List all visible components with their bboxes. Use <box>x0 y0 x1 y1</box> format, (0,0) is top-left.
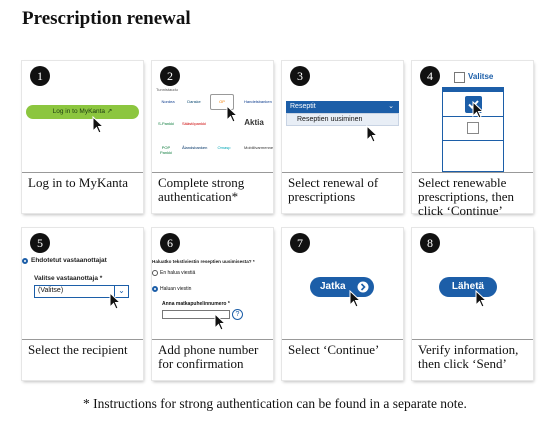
step-caption: Select ‘Continue’ <box>282 339 403 380</box>
chevron-down-icon: ⌄ <box>388 103 394 110</box>
bank-logo[interactable]: Säästöpankki <box>182 121 207 126</box>
bank-logo[interactable]: Aktia <box>244 118 264 127</box>
bank-logo[interactable]: Nordea <box>161 99 175 104</box>
select-all-checkbox[interactable] <box>454 72 465 83</box>
checkmark-icon <box>468 100 479 109</box>
step-number: 1 <box>30 66 50 86</box>
recipient-select[interactable]: (Valitse) ⌄ <box>34 285 129 298</box>
login-button-label: Log in to MyKanta <box>52 108 106 115</box>
step-card-2: 2 Tunnistaudu Nordea Danske OP Handelsba… <box>152 61 273 213</box>
step-caption: Add phone number for confirmation <box>152 339 273 380</box>
bank-logo[interactable]: POP Pankki <box>159 145 172 155</box>
footnote: * Instructions for strong authentication… <box>83 396 467 411</box>
prescription-checkbox[interactable] <box>467 122 479 134</box>
step-caption: Complete strong authentication* <box>152 172 273 213</box>
continue-button[interactable]: Jatka <box>310 277 374 297</box>
step-caption: Select renewal of prescriptions <box>282 172 403 213</box>
step-screenshot: Jatka <box>282 228 403 339</box>
select-header: Valitse <box>468 72 494 81</box>
auth-header: Tunnistaudu <box>156 87 178 92</box>
step-caption: Select the recipient <box>22 339 143 380</box>
bank-logo[interactable]: S-Pankki <box>157 121 174 126</box>
step-card-1: 1 Log in to MyKanta ↗ Log in to MyKanta <box>22 61 143 213</box>
step-card-7: 7 Jatka Select ‘Continue’ <box>282 228 403 380</box>
step-number: 7 <box>290 233 310 253</box>
arrow-cursor-icon <box>472 101 484 119</box>
phone-label: Anna matkapuhelinnumero * <box>162 301 230 307</box>
step-card-4: 4 Valitse Select renewable prescriptions… <box>412 61 533 218</box>
step-card-6: 6 Haluatko tekstiviestin reseptien uusim… <box>152 228 273 380</box>
table-row <box>443 116 503 141</box>
arrow-right-icon <box>357 281 369 293</box>
bank-logo[interactable]: Handelsbanken <box>244 99 272 104</box>
menu-item-label: Reseptien uusiminen <box>297 116 363 123</box>
bank-logo[interactable]: Danske <box>187 99 201 104</box>
arrow-cursor-icon <box>349 290 361 308</box>
step-number: 2 <box>160 66 180 86</box>
suggested-recipients-radio[interactable] <box>22 258 28 264</box>
menu-item-renew[interactable]: Reseptien uusiminen <box>286 113 399 126</box>
step-number: 6 <box>160 233 180 253</box>
help-icon[interactable]: ? <box>232 309 243 320</box>
arrow-cursor-icon <box>214 313 226 331</box>
prescriptions-menu[interactable]: Reseptit ⌄ <box>286 101 399 113</box>
step-screenshot: Valitse <box>412 61 533 172</box>
arrow-cursor-icon <box>92 116 104 134</box>
select-value: (Valitse) <box>38 287 64 294</box>
step-card-5: 5 Ehdotetut vastaanottajat Valitse vasta… <box>22 228 143 380</box>
arrow-cursor-icon <box>109 292 121 310</box>
phone-input[interactable] <box>162 310 230 319</box>
step-number: 4 <box>420 66 440 86</box>
step-card-3: 3 Reseptit ⌄ Reseptien uusiminen Select … <box>282 61 403 213</box>
menu-label: Reseptit <box>290 103 316 110</box>
sms-question: Haluatko tekstiviestin reseptien uusimis… <box>152 259 255 264</box>
step-caption: Verify information, then click ‘Send’ <box>412 339 533 380</box>
chevron-down-icon: ⌄ <box>114 286 128 297</box>
step-number: 3 <box>290 66 310 86</box>
bank-logo[interactable]: Mobiilivarmenne <box>244 145 273 150</box>
bank-logo: OP <box>219 99 225 104</box>
send-button-label: Lähetä <box>451 281 485 292</box>
step-caption: Select renewable prescriptions, then cli… <box>412 172 533 218</box>
want-message-radio[interactable] <box>152 286 158 292</box>
step-caption: Log in to MyKanta <box>22 172 143 213</box>
radio-label: Ehdotetut vastaanottajat <box>31 257 107 264</box>
radio-label: En halua viestiä <box>160 270 196 276</box>
step-card-8: 8 Lähetä Verify information, then click … <box>412 228 533 380</box>
continue-button-label: Jatka <box>320 281 346 292</box>
step-screenshot: Tunnistaudu Nordea Danske OP Handelsbank… <box>152 61 273 172</box>
bank-logo[interactable]: Ålandsbanken <box>182 145 208 150</box>
external-link-icon: ↗ <box>106 108 113 115</box>
page-title: Prescription renewal <box>22 8 191 29</box>
step-number: 8 <box>420 233 440 253</box>
bank-logo[interactable]: Omasp <box>217 145 231 150</box>
no-message-radio[interactable] <box>152 270 158 276</box>
recipient-label: Valitse vastaanottaja * <box>34 275 103 282</box>
arrow-cursor-icon <box>475 290 487 308</box>
arrow-cursor-icon <box>226 105 238 123</box>
login-button[interactable]: Log in to MyKanta ↗ <box>26 105 139 119</box>
bank-logo-highlight[interactable]: OP <box>210 94 234 110</box>
step-number: 5 <box>30 233 50 253</box>
radio-label: Haluan viestin <box>160 286 192 292</box>
prescription-table <box>442 87 504 172</box>
send-button[interactable]: Lähetä <box>439 277 497 297</box>
arrow-cursor-icon <box>366 125 378 143</box>
